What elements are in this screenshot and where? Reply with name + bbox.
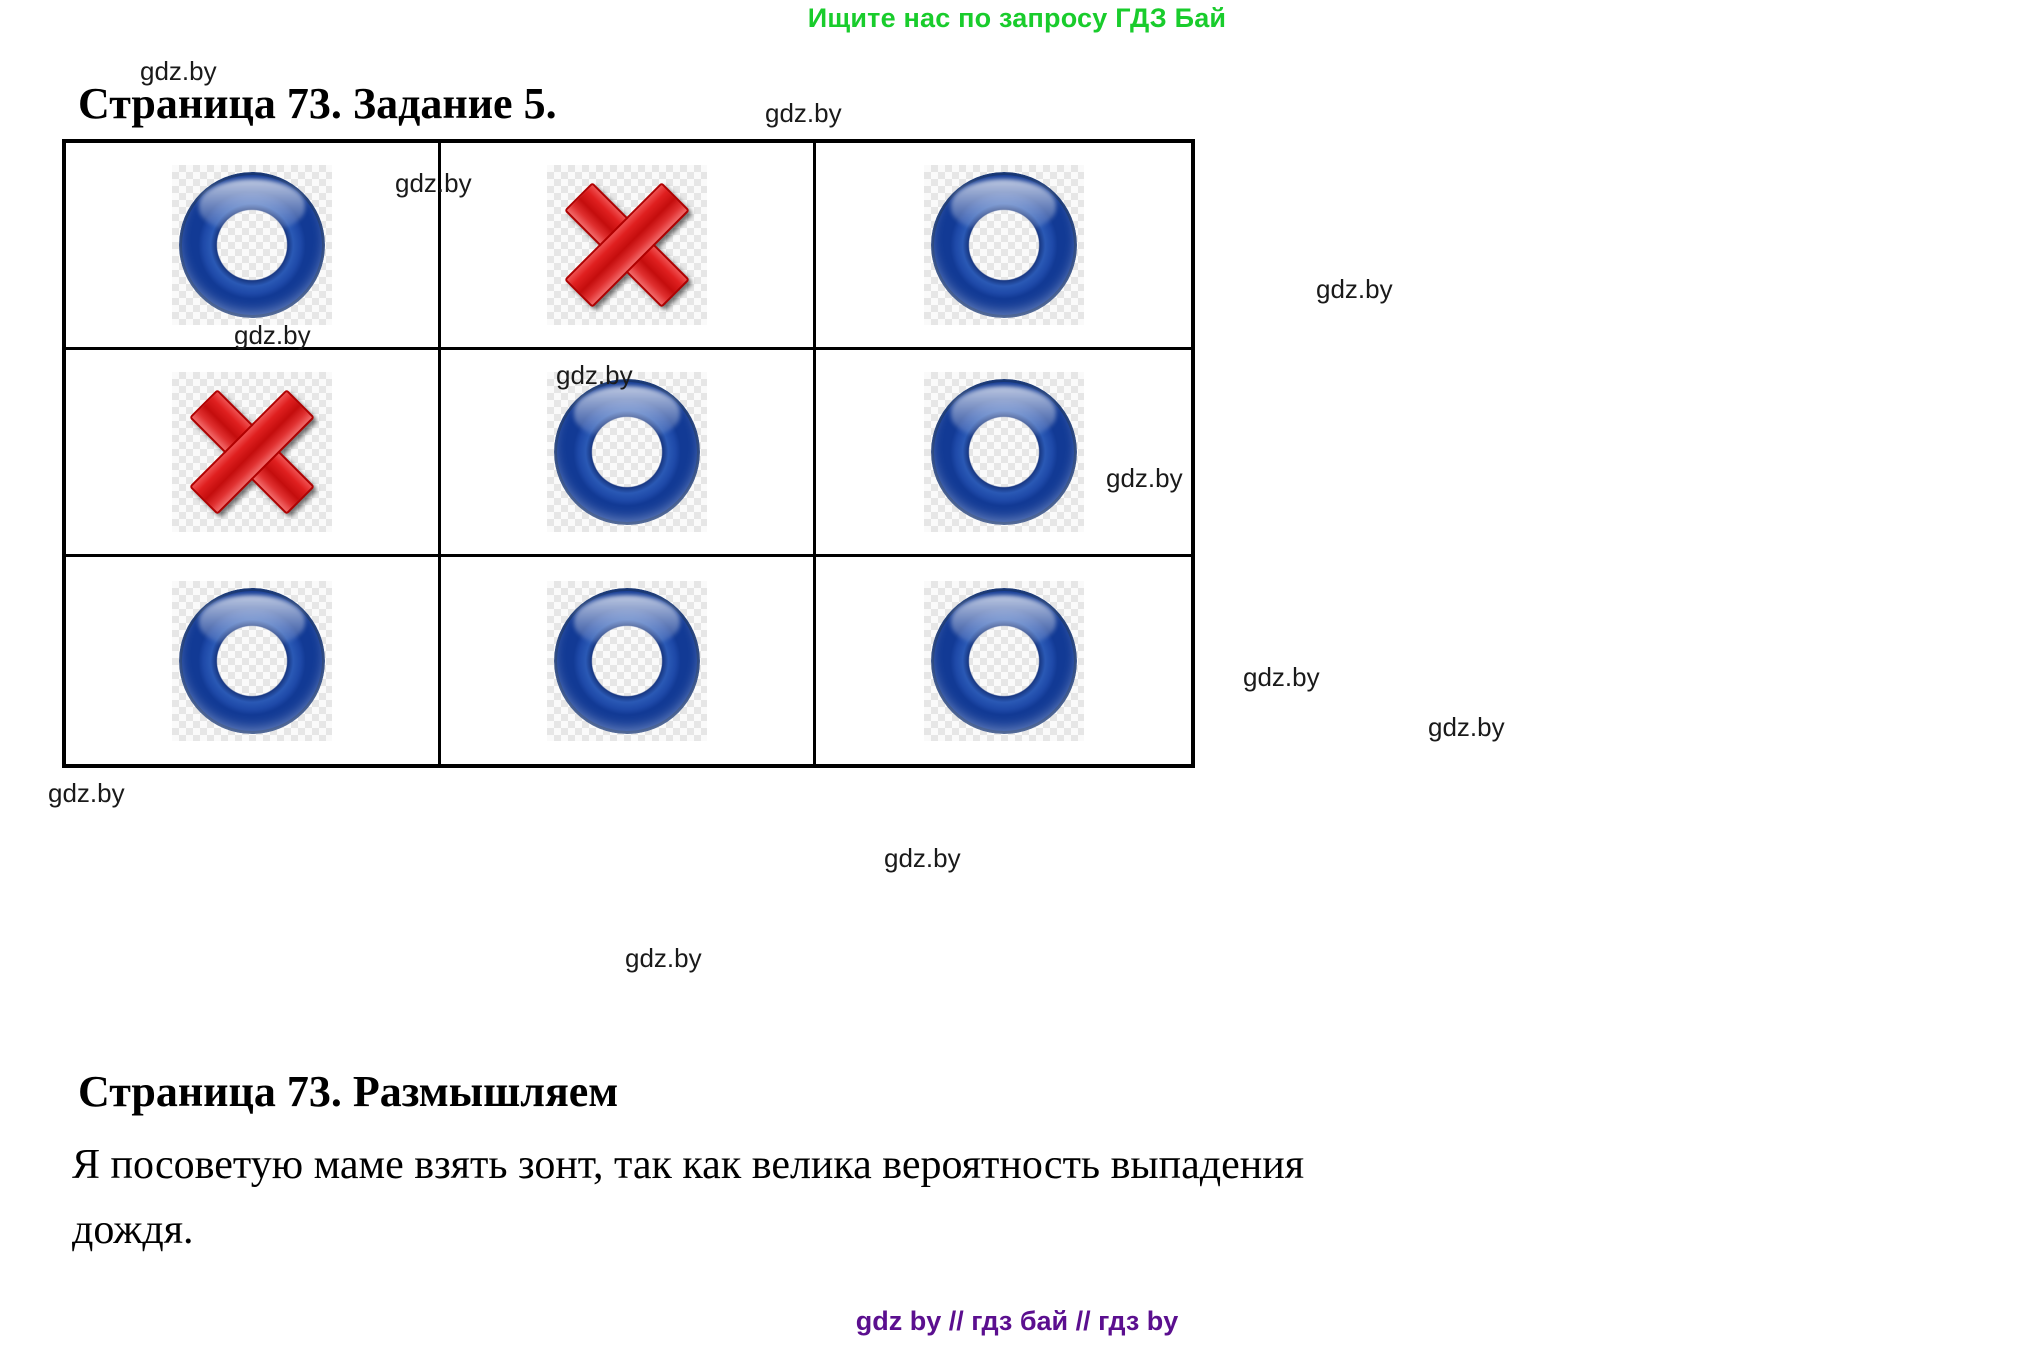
transparency-tile [172, 165, 332, 325]
transparency-tile [923, 165, 1084, 325]
red-cross-icon [556, 174, 698, 316]
watermark-1: gdz.by [140, 56, 217, 86]
promo-banner: Ищите нас по запросу ГДЗ Бай [807, 3, 1227, 33]
grid-cell-r1-c1[interactable] [66, 143, 441, 350]
transparency-tile [547, 165, 707, 325]
watermark-3: gdz.by [395, 168, 472, 198]
answer-paragraph-line-2: дождя. [72, 1207, 194, 1254]
page-title-reflect: Страница 73. Размышляем [78, 1067, 619, 1116]
watermark-8: gdz.by [1243, 662, 1320, 692]
blue-ring-icon [930, 587, 1077, 734]
footer-links: gdz by // гдз бай // гдз by [855, 1306, 1179, 1336]
transparency-tile [172, 372, 332, 532]
grid-cell-r2-c1[interactable] [66, 350, 441, 557]
red-cross-icon [181, 381, 323, 523]
transparency-tile [172, 580, 332, 741]
grid-cell-r1-c2[interactable] [441, 143, 816, 350]
grid-cell-r3-c1[interactable] [66, 557, 441, 764]
watermark-12: gdz.by [625, 943, 702, 973]
answer-paragraph: Я посоветую маме взять зонт, так как вел… [72, 1133, 1542, 1263]
answer-paragraph-line-1: Я посоветую маме взять зонт, так как вел… [72, 1142, 1305, 1188]
grid-cell-r3-c3[interactable] [816, 557, 1191, 764]
grid-cell-r3-c2[interactable] [441, 557, 816, 764]
watermark-9: gdz.by [1428, 712, 1505, 742]
grid-cell-r2-c2[interactable] [441, 350, 816, 557]
watermark-4: gdz.by [234, 320, 311, 350]
page-title-task: Страница 73. Задание 5. [78, 79, 557, 128]
watermark-10: gdz.by [48, 778, 125, 808]
transparency-tile [547, 580, 707, 741]
transparency-tile [923, 580, 1084, 741]
blue-ring-icon [554, 379, 700, 525]
watermark-11: gdz.by [884, 843, 961, 873]
blue-ring-icon [554, 587, 700, 734]
answer-grid [62, 139, 1195, 768]
watermark-2: gdz.by [765, 98, 842, 128]
blue-ring-icon [930, 172, 1077, 318]
grid-cell-r2-c3[interactable] [816, 350, 1191, 557]
watermark-6: gdz.by [556, 360, 633, 390]
blue-ring-icon [930, 379, 1077, 525]
blue-ring-icon [179, 172, 325, 318]
transparency-tile [923, 372, 1084, 532]
watermark-7: gdz.by [1106, 463, 1183, 493]
watermark-5: gdz.by [1316, 274, 1393, 304]
blue-ring-icon [179, 587, 325, 734]
transparency-tile [547, 372, 707, 532]
grid-cell-r1-c3[interactable] [816, 143, 1191, 350]
